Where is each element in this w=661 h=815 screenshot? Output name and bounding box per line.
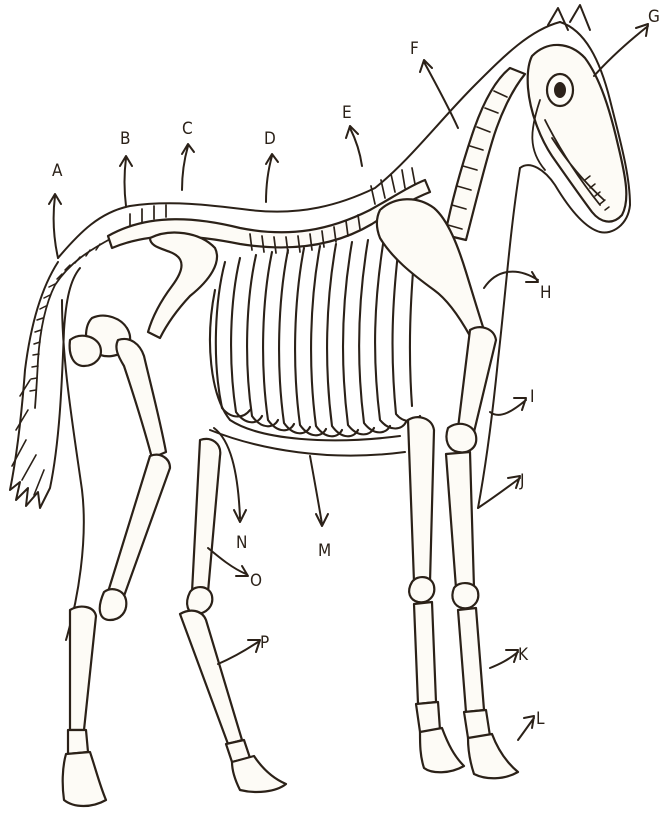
label-e: E [342,103,352,123]
rib-cage [210,236,420,440]
label-h: H [540,283,552,303]
label-d: D [264,129,276,149]
tail [10,238,112,508]
fore-leg [377,199,518,778]
label-k: K [518,645,529,665]
label-p: P [260,633,269,653]
label-o: O [250,571,262,591]
skull [528,45,627,222]
label-i: I [530,387,535,407]
pelvis [70,233,217,366]
label-f: F [410,39,419,59]
label-g: G [648,7,660,27]
label-m: M [318,541,331,561]
label-n: N [236,533,247,553]
label-a: A [52,161,63,181]
label-c: C [182,119,193,139]
label-j: J [519,471,525,491]
label-l: L [536,709,545,729]
label-b: B [120,129,131,149]
